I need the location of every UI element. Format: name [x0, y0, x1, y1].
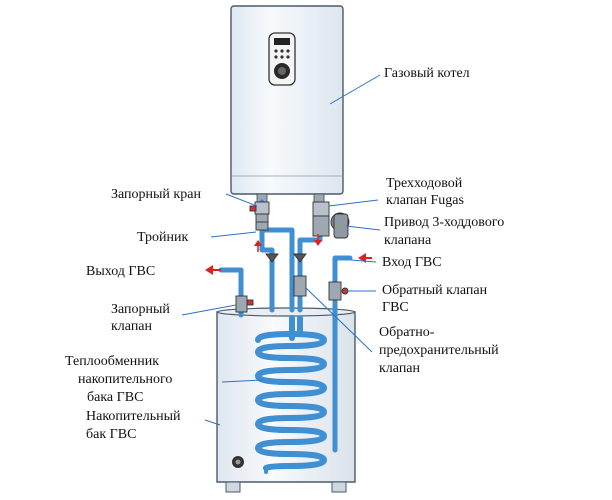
leader-lines	[181, 74, 381, 426]
shutoff-cock	[254, 201, 270, 215]
label-three-way-valve-2: клапан Fugas	[386, 193, 464, 208]
three-way-valve	[312, 201, 330, 217]
label-safety-valve-2: предохранительный	[379, 343, 499, 358]
label-actuator-1: Привод 3-ходдового	[384, 215, 505, 230]
label-tank-2: бак ГВС	[86, 427, 137, 442]
control-panel	[268, 32, 296, 86]
label-shutoff-cock: Запорный кран	[111, 187, 201, 202]
heat-exchanger-coil	[254, 315, 328, 474]
fittings	[235, 201, 350, 313]
check-valve	[328, 281, 342, 301]
flow-arrows	[205, 234, 372, 275]
label-heat-exchanger-3: бака ГВС	[87, 390, 144, 405]
label-heat-exchanger-2: накопительного	[78, 372, 173, 387]
dhw-inlet-pipe	[332, 255, 353, 453]
shutoff-valve	[235, 295, 248, 313]
label-actuator-2: клапана	[384, 233, 432, 248]
label-shutoff-valve-1: Запорный	[111, 302, 170, 317]
label-dhw-out: Выход ГВС	[86, 264, 156, 279]
label-tank-1: Накопительный	[86, 409, 181, 424]
gas-boiler	[230, 5, 344, 203]
label-shutoff-valve-2: клапан	[111, 319, 153, 334]
label-heat-exchanger-1: Теплообменник	[65, 354, 160, 369]
label-dhw-in: Вход ГВС	[382, 255, 442, 270]
label-safety-valve-1: Обратно-	[379, 325, 435, 340]
label-gas-boiler: Газовый котел	[384, 66, 470, 81]
label-safety-valve-3: клапан	[379, 361, 421, 376]
label-three-way-valve-1: Трехходовой	[386, 176, 463, 191]
safety-valve	[293, 275, 307, 297]
label-check-valve-2: ГВС	[382, 300, 409, 315]
label-tee: Тройник	[137, 230, 189, 245]
tee-branch-pipe	[259, 227, 275, 313]
label-check-valve-1: Обратный клапан	[382, 283, 488, 298]
